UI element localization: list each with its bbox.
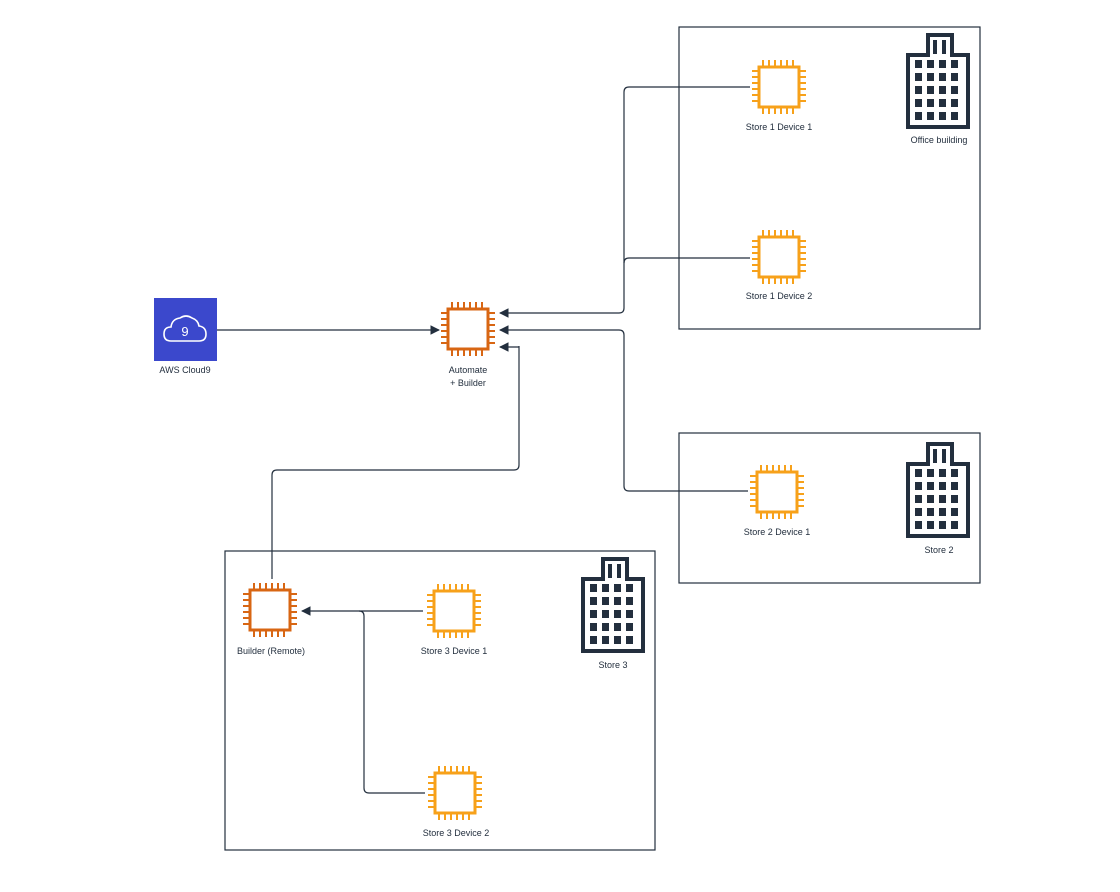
- office-building-icon: [906, 33, 970, 129]
- builder-remote-label: Builder (Remote): [237, 646, 305, 656]
- store3-device1-node[interactable]: Store 3 Device 1: [421, 582, 488, 656]
- cloud9-node[interactable]: 9 AWS Cloud9: [154, 298, 217, 375]
- store2-label: Store 2: [924, 545, 953, 555]
- connector-store1-device1-automate: [499, 86, 750, 318]
- chip-icon: [439, 300, 497, 358]
- automate-label-line1: Automate: [449, 365, 488, 375]
- automate-label-line2: + Builder: [450, 378, 486, 388]
- store2-device1-label: Store 2 Device 1: [744, 527, 811, 537]
- chip-icon: [750, 228, 808, 286]
- chip-icon: [426, 764, 484, 822]
- store3-group: [224, 550, 656, 851]
- office-building-node: Office building: [906, 33, 970, 145]
- chip-icon: [748, 463, 806, 521]
- office-building-icon: [906, 442, 970, 538]
- office-building-label: Office building: [911, 135, 968, 145]
- chip-icon: [425, 582, 483, 640]
- store1-device2-node[interactable]: Store 1 Device 2: [746, 228, 813, 301]
- chip-icon: [750, 58, 808, 116]
- cloud9-glyph: 9: [181, 324, 188, 339]
- connector-store3-device2-builder: [358, 610, 425, 794]
- office-building-group: [678, 26, 981, 330]
- store3-device2-label: Store 3 Device 2: [423, 828, 490, 838]
- store2-building-node: Store 2: [906, 442, 970, 555]
- store3-device2-node[interactable]: Store 3 Device 2: [423, 764, 490, 838]
- store2-device1-node[interactable]: Store 2 Device 1: [744, 463, 811, 537]
- store3-building-node: Store 3: [581, 557, 645, 670]
- builder-remote-node[interactable]: Builder (Remote): [237, 581, 305, 656]
- store2-group: [678, 432, 981, 584]
- store1-device2-label: Store 1 Device 2: [746, 291, 813, 301]
- store1-device1-node[interactable]: Store 1 Device 1: [746, 58, 813, 132]
- connector-store2-device1-automate: [499, 325, 748, 492]
- connector-builder-remote-automate: [271, 342, 520, 579]
- cloud-icon: [163, 315, 207, 342]
- store3-device1-label: Store 3 Device 1: [421, 646, 488, 656]
- automate-node[interactable]: Automate + Builder: [439, 300, 497, 388]
- cloud9-label: AWS Cloud9: [159, 365, 210, 375]
- store1-device1-label: Store 1 Device 1: [746, 122, 813, 132]
- store3-label: Store 3: [598, 660, 627, 670]
- chip-icon: [241, 581, 299, 639]
- connector-store1-device2-automate: [623, 257, 750, 264]
- office-building-icon: [581, 557, 645, 653]
